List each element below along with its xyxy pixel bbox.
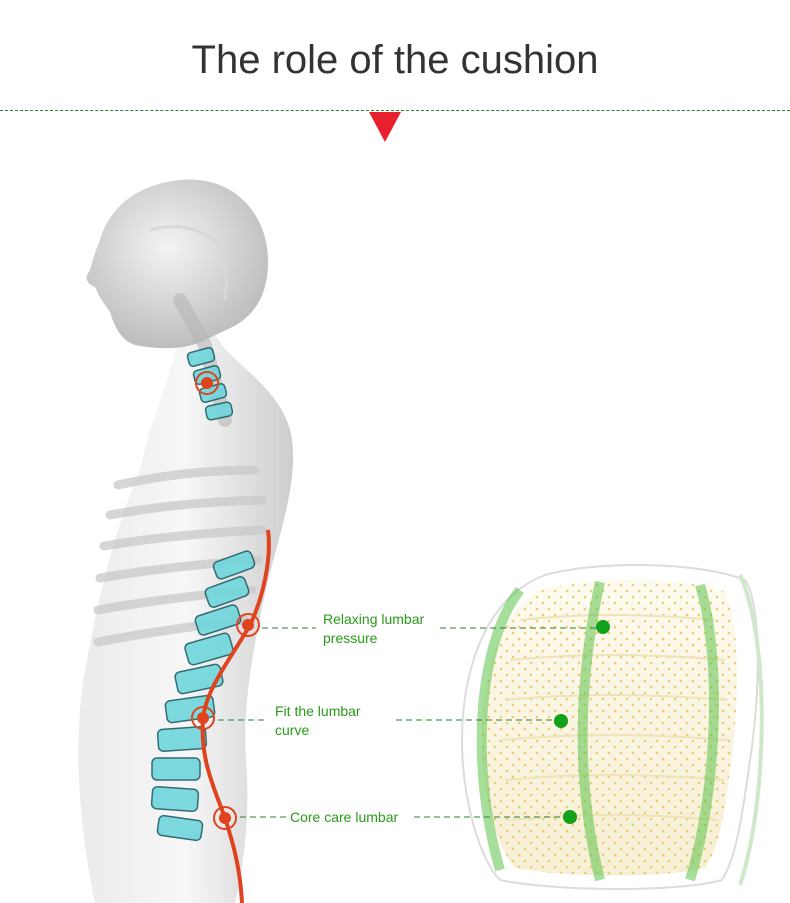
callout-fit-lumbar: Fit the lumbar curve [275, 702, 361, 740]
page-title: The role of the cushion [191, 38, 599, 82]
green-dot-icon [596, 620, 610, 634]
green-dot-icon [554, 714, 568, 728]
target-ring-icon [213, 806, 237, 830]
callout-line1: Core care lumbar [290, 809, 399, 825]
title-divider [0, 110, 790, 111]
callout-line2: pressure [323, 630, 378, 646]
callout-line1: Relaxing lumbar [323, 611, 425, 627]
lumbar-cushion [460, 564, 764, 890]
target-ring-icon [195, 371, 219, 395]
target-ring-icon [191, 706, 215, 730]
callout-core-care: Core care lumbar [290, 808, 398, 827]
callout-line2: curve [275, 722, 310, 738]
target-ring-icon [236, 613, 260, 637]
callout-lines [218, 627, 600, 818]
callout-line1: Fit the lumbar [275, 703, 361, 719]
callout-relaxing-lumbar: Relaxing lumbar pressure [323, 610, 424, 648]
red-triangle-down-icon [369, 112, 401, 142]
green-dot-icon [563, 810, 577, 824]
spine [150, 347, 256, 842]
